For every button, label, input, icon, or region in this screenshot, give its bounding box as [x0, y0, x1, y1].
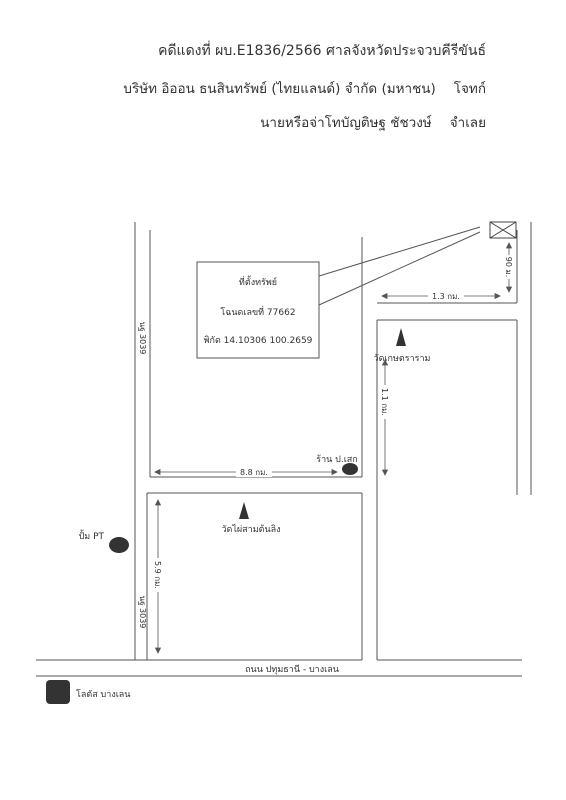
- road-label-bottom: นฐ 3039: [138, 596, 147, 629]
- distance-5-9km: 5.9 กม.: [153, 561, 162, 589]
- arrow-up-icon: [154, 499, 162, 506]
- arrow-right-icon: [494, 292, 501, 300]
- property-title: ที่ตั้งทรัพย์: [239, 275, 277, 288]
- property-coords: พิกัด 14.10306 100.2659: [204, 335, 313, 346]
- gas-station-label: ปั้ม PT: [79, 529, 105, 542]
- distance-8-8km: 8.8 กม.: [240, 468, 268, 477]
- shop-label: ร้าน ป.เสก: [316, 454, 358, 465]
- defendant-name: นายหรือจ่าโทบัญติษฐ ชัชวงษ์: [260, 115, 432, 131]
- temple-kaset-label: วัดเกษตราราม: [374, 354, 431, 364]
- distance-1-3km: 1.3 กม.: [432, 292, 460, 301]
- case-number-line: คดีแดงที่ ผบ.E1836/2566 ศาลจังหวัดประจวบ…: [158, 43, 486, 59]
- plaintiff-role: โจทก์: [453, 81, 486, 97]
- legend-label: โลตัส บางเลน: [76, 689, 130, 700]
- arrow-right-icon: [331, 468, 338, 476]
- road-label-top: นฐ 3039: [138, 322, 147, 355]
- property-marker-icon: [489, 221, 517, 239]
- arrow-down-icon: [505, 286, 513, 293]
- defendant-line: นายหรือจ่าโทบัญติษฐ ชัชวงษ์ จำเลย: [260, 111, 486, 133]
- distance-1-1km: 1.1 กม.: [380, 388, 389, 416]
- arrow-down-icon: [381, 469, 389, 476]
- callout-line-bottom: [318, 231, 481, 306]
- plaintiff-name: บริษัท อิออน ธนสินทรัพย์ (ไทยแลนด์) จำกั…: [123, 81, 436, 97]
- arrow-left-icon: [381, 292, 388, 300]
- defendant-role: จำเลย: [449, 115, 486, 131]
- arrow-left-icon: [154, 468, 161, 476]
- callout-line-top: [318, 226, 481, 277]
- legend-marker-icon: [46, 680, 70, 704]
- arrow-up-icon: [505, 242, 513, 249]
- temple-mai-label: วัดไผ่สามต้นลิง: [221, 524, 280, 535]
- temple-icon: [239, 502, 249, 519]
- gas-station-marker-icon: [109, 537, 129, 553]
- main-road-label: ถนน ปทุมธานี - บางเลน: [245, 664, 339, 675]
- property-info-box: [196, 261, 320, 359]
- temple-icon: [396, 328, 406, 346]
- distance-90m: 90 ม.: [504, 257, 513, 278]
- property-deed: โฉนดเลขที่ 77662: [220, 305, 295, 318]
- plaintiff-line: บริษัท อิออน ธนสินทรัพย์ (ไทยแลนด์) จำกั…: [123, 77, 486, 99]
- arrow-up-icon: [381, 359, 389, 366]
- arrow-down-icon: [154, 647, 162, 654]
- shop-marker-icon: [342, 463, 358, 475]
